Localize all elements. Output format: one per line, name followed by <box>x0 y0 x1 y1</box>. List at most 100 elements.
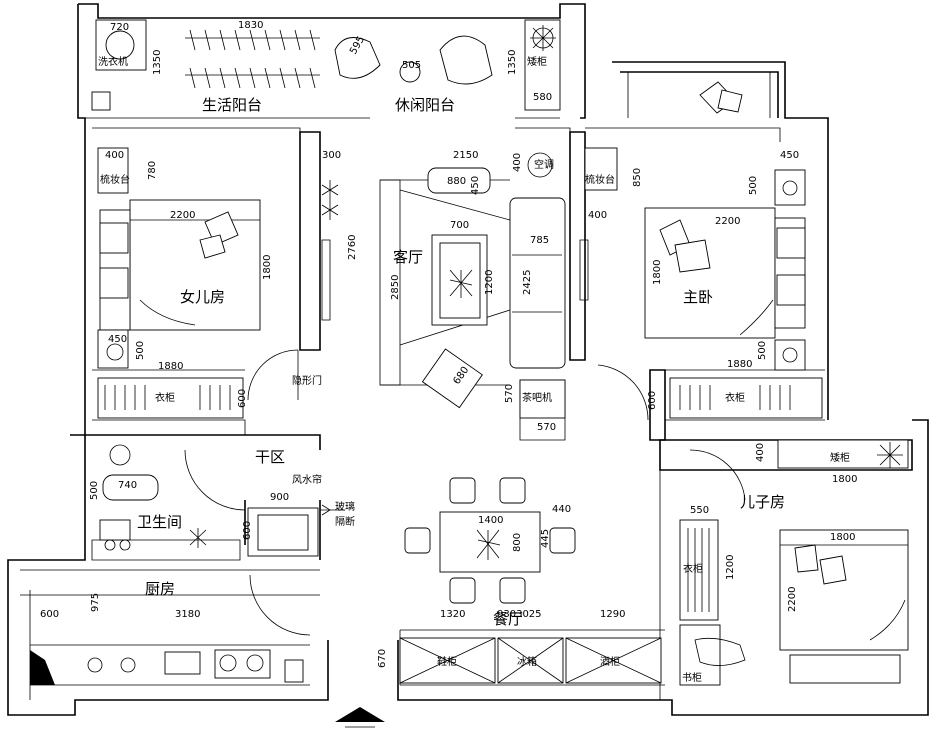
dimension-label: 2200 <box>170 210 195 221</box>
dimension-label: 1800 <box>262 255 273 280</box>
dimension-label: 2425 <box>522 270 533 295</box>
door-son[interactable] <box>689 449 746 501</box>
dimension-label: 700 <box>450 220 469 231</box>
balcony-furniture <box>91 19 743 114</box>
dimension-label: 505 <box>402 60 421 71</box>
dimension-label: 1830 <box>238 20 263 31</box>
label-vanity-right: 梳妆台 <box>585 173 615 186</box>
dimension-label: 740 <box>118 480 137 491</box>
room-living-balcony: 生活阳台 <box>202 96 262 114</box>
plant-icon <box>449 269 473 298</box>
plant-icon <box>189 528 207 548</box>
label-bookshelf: 书柜 <box>682 671 702 684</box>
living-room <box>379 152 566 409</box>
dimension-label: 720 <box>110 22 129 33</box>
dimension-label: 500 <box>748 176 759 195</box>
dimension-label: 600 <box>237 389 248 408</box>
dimension-label: 1320 <box>440 609 465 620</box>
dimension-label: 3180 <box>175 609 200 620</box>
dimension-label: 2150 <box>453 150 478 161</box>
door-bathroom[interactable] <box>184 449 246 511</box>
room-dining: 餐厅 <box>493 610 523 628</box>
dimension-label: 1200 <box>725 555 736 580</box>
dimension-label: 1880 <box>727 359 752 370</box>
drying-rack-icon <box>185 29 320 89</box>
room-leisure-balcony: 休闲阳台 <box>395 96 455 114</box>
plant-icon <box>476 529 501 560</box>
chair-icon <box>404 477 576 604</box>
label-ac: 空调 <box>534 158 554 171</box>
label-hidden-door: 隐形门 <box>292 374 322 387</box>
label-tea-bar: 茶吧机 <box>522 391 552 404</box>
dimension-label: 600 <box>242 521 253 540</box>
door-daughter[interactable] <box>247 349 299 401</box>
plant-icon <box>877 442 903 468</box>
room-living-room: 客厅 <box>393 248 423 266</box>
dimension-label: 2200 <box>787 587 798 612</box>
room-dry-area: 干区 <box>255 448 285 466</box>
dimension-label: 500 <box>135 341 146 360</box>
pillow-icon <box>199 211 239 259</box>
entrance-arrow-icon <box>335 707 385 722</box>
pillow-icon <box>659 219 711 273</box>
dimension-label: 550 <box>690 505 709 516</box>
room-labels: 生活阳台 休闲阳台 客厅 女儿房 主卧 干区 卫生间 厨房 餐厅 儿子房 <box>137 96 785 628</box>
dimension-label: 445 <box>540 529 551 548</box>
dimension-label: 600 <box>647 391 658 410</box>
dimension-label: 975 <box>90 593 101 612</box>
room-master: 主卧 <box>683 288 713 306</box>
sofa[interactable] <box>509 197 566 369</box>
dimension-label: 570 <box>504 384 515 403</box>
label-wardrobe-son: 衣柜 <box>683 562 703 575</box>
dimension-label: 1800 <box>830 532 855 543</box>
dimension-label: 1800 <box>832 474 857 485</box>
lounge-chair-icon <box>334 37 381 79</box>
toilet[interactable] <box>102 474 159 501</box>
outer-walls <box>7 3 929 716</box>
dimension-label: 2200 <box>715 216 740 227</box>
dimension-label: 450 <box>780 150 799 161</box>
bathroom <box>99 444 345 557</box>
label-low-cabinet-balcony: 矮柜 <box>527 55 547 68</box>
label-wind-curtain: 风水帘 <box>292 473 322 486</box>
dimension-label: 670 <box>377 649 388 668</box>
label-wardrobe-daughter: 衣柜 <box>155 391 175 404</box>
label-wine-cabinet: 酒柜 <box>600 655 620 668</box>
dimension-label: 850 <box>632 168 643 187</box>
dimension-label: 450 <box>470 176 481 195</box>
dimension-label: 570 <box>537 422 556 433</box>
dimensions: 720 1830 1350 595 505 1350 580 2150 400 … <box>40 20 857 668</box>
interior-walls <box>20 131 913 700</box>
plant-icon <box>530 25 556 51</box>
dimension-label: 600 <box>40 609 59 620</box>
dimension-label: 900 <box>270 492 289 503</box>
dimension-label: 2760 <box>347 235 358 260</box>
dimension-label: 785 <box>530 235 549 246</box>
label-glass-1: 玻璃 <box>335 500 355 513</box>
dimension-label: 780 <box>147 161 158 180</box>
door-master[interactable] <box>597 364 649 421</box>
label-shoe-cabinet: 鞋柜 <box>437 655 457 668</box>
room-kitchen: 厨房 <box>145 580 175 598</box>
daughter-room <box>97 147 339 419</box>
dimension-label: 400 <box>512 153 523 172</box>
dimension-label: 880 <box>447 176 466 187</box>
son-room <box>679 439 909 686</box>
label-fridge: 冰箱 <box>517 655 537 668</box>
label-glass-2: 隔断 <box>335 515 355 528</box>
dimension-label: 500 <box>89 481 100 500</box>
dimension-label: 1200 <box>484 270 495 295</box>
dimension-label: 9303025 <box>497 609 542 620</box>
dimension-label: 1350 <box>152 50 163 75</box>
dimension-label: 2850 <box>390 275 401 300</box>
label-vanity-left: 梳妆台 <box>100 173 130 186</box>
label-washer: 洗衣机 <box>98 55 128 68</box>
dimension-label: 1800 <box>652 260 663 285</box>
dimension-label: 300 <box>322 150 341 161</box>
room-bathroom: 卫生间 <box>137 513 182 531</box>
dimension-label: 580 <box>533 92 552 103</box>
room-daughter: 女儿房 <box>180 288 225 306</box>
dimension-label: 400 <box>755 443 766 462</box>
door-kitchen[interactable] <box>249 574 311 636</box>
